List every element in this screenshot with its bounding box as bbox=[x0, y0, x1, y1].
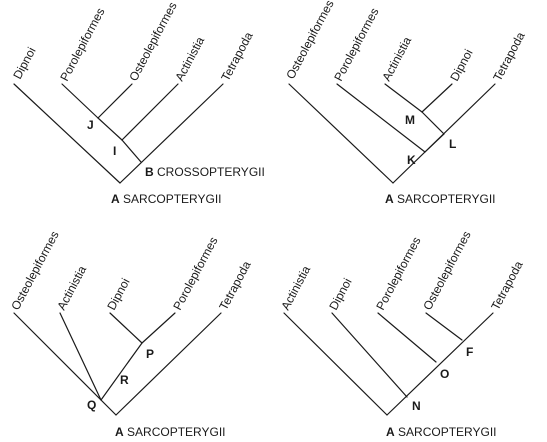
tree4-node-label: O bbox=[440, 367, 449, 381]
tree1-taxon-label: Dipnoi bbox=[10, 45, 38, 82]
tree4-node-label: N bbox=[412, 399, 421, 413]
tree3-node-label: Q bbox=[87, 398, 96, 412]
tree3-link-q-r bbox=[100, 360, 130, 401]
tree1-taxon-label: Porolepiformes bbox=[57, 6, 107, 84]
tree1-link-i-b bbox=[121, 139, 142, 163]
tree2-branch-porolepiformes bbox=[336, 83, 426, 153]
tree3-taxon-label: Porolepiformes bbox=[170, 235, 220, 313]
tree1-node-label: J bbox=[87, 118, 94, 132]
tree2-taxon-label: Dipnoi bbox=[447, 47, 475, 84]
cladogram-3: Osteolepiformes Actinistia Dipnoi Porole… bbox=[8, 229, 254, 439]
cladogram-2: Osteolepiformes Porolepiformes Actinisti… bbox=[283, 0, 528, 206]
tree2-link-k-l bbox=[424, 133, 445, 153]
tree4-taxon-label: Osteolepiformes bbox=[420, 229, 473, 313]
tree4-node-label: F bbox=[466, 345, 473, 359]
tree3-node-label: P bbox=[146, 347, 154, 361]
tree4-taxon-label: Porolepiformes bbox=[373, 235, 423, 313]
tree2-taxon-label: Tetrapoda bbox=[490, 29, 528, 83]
tree3-trunk-left bbox=[13, 312, 117, 416]
cladogram-4: Actinistia Dipnoi Porolepiformes Osteole… bbox=[278, 229, 526, 439]
tree1-trunk-left bbox=[13, 83, 121, 184]
tree3-taxon-label: Osteolepiformes bbox=[8, 229, 61, 313]
tree4-trunk-right bbox=[386, 312, 494, 416]
tree1-branch-actinistia bbox=[121, 83, 179, 141]
cladogram-1: Dipnoi Porolepiformes Osteolepiformes Ac… bbox=[10, 0, 265, 206]
tree3-node-label: R bbox=[120, 373, 129, 387]
tree1-clade-b-label: B CROSSOPTERYGII bbox=[145, 165, 265, 179]
tree2-trunk-left bbox=[288, 83, 394, 184]
tree2-branch-actinistia bbox=[384, 83, 423, 113]
tree2-node-label: M bbox=[405, 113, 415, 127]
tree3-taxon-label: Actinistia bbox=[54, 263, 89, 312]
tree3-branch-porolepiformes bbox=[141, 312, 176, 344]
tree2-taxon-label: Actinistia bbox=[379, 34, 414, 83]
tree1-branch-osteolepiformes bbox=[97, 83, 133, 119]
tree3-trunk-right bbox=[115, 312, 222, 416]
tree4-branch-osteolepiformes bbox=[425, 312, 463, 341]
tree2-taxon-label: Porolepiformes bbox=[331, 6, 381, 84]
tree1-trunk-right bbox=[119, 83, 224, 184]
tree2-clade-a-label: A SARCOPTERYGII bbox=[385, 192, 495, 206]
tree4-clade-a-label: A SARCOPTERYGII bbox=[386, 425, 496, 439]
tree3-branch-dipnoi bbox=[109, 312, 143, 344]
tree4-taxon-label: Dipnoi bbox=[326, 276, 354, 313]
tree3-branch-actinistia bbox=[59, 312, 102, 401]
tree4-branch-dipnoi bbox=[331, 312, 408, 398]
tree1-taxon-label: Osteolepiformes bbox=[126, 0, 179, 83]
tree2-node-label: K bbox=[407, 153, 416, 167]
tree3-link-r-p bbox=[128, 342, 143, 362]
tree2-node-label: L bbox=[449, 137, 456, 151]
tree2-link-m-l bbox=[421, 111, 445, 135]
tree1-taxon-label: Actinistia bbox=[172, 34, 207, 83]
tree1-node-label: I bbox=[113, 144, 116, 158]
tree1-branch-porolepiformes bbox=[61, 83, 99, 119]
tree3-clade-a-label: A SARCOPTERYGII bbox=[115, 425, 225, 439]
tree1-link-j-i bbox=[97, 117, 123, 141]
tree1-clade-a-label: A SARCOPTERYGII bbox=[111, 192, 221, 206]
tree4-taxon-label: Tetrapoda bbox=[488, 258, 526, 312]
tree4-branch-porolepiformes bbox=[377, 312, 437, 363]
tree2-taxon-label: Osteolepiformes bbox=[283, 0, 336, 81]
tree3-taxon-label: Tetrapoda bbox=[216, 258, 254, 312]
tree1-taxon-label: Tetrapoda bbox=[218, 29, 256, 83]
tree3-taxon-label: Dipnoi bbox=[104, 276, 132, 313]
tree4-taxon-label: Actinistia bbox=[278, 263, 313, 312]
tree2-branch-dipnoi bbox=[421, 83, 453, 113]
tree4-trunk-left bbox=[283, 312, 388, 416]
